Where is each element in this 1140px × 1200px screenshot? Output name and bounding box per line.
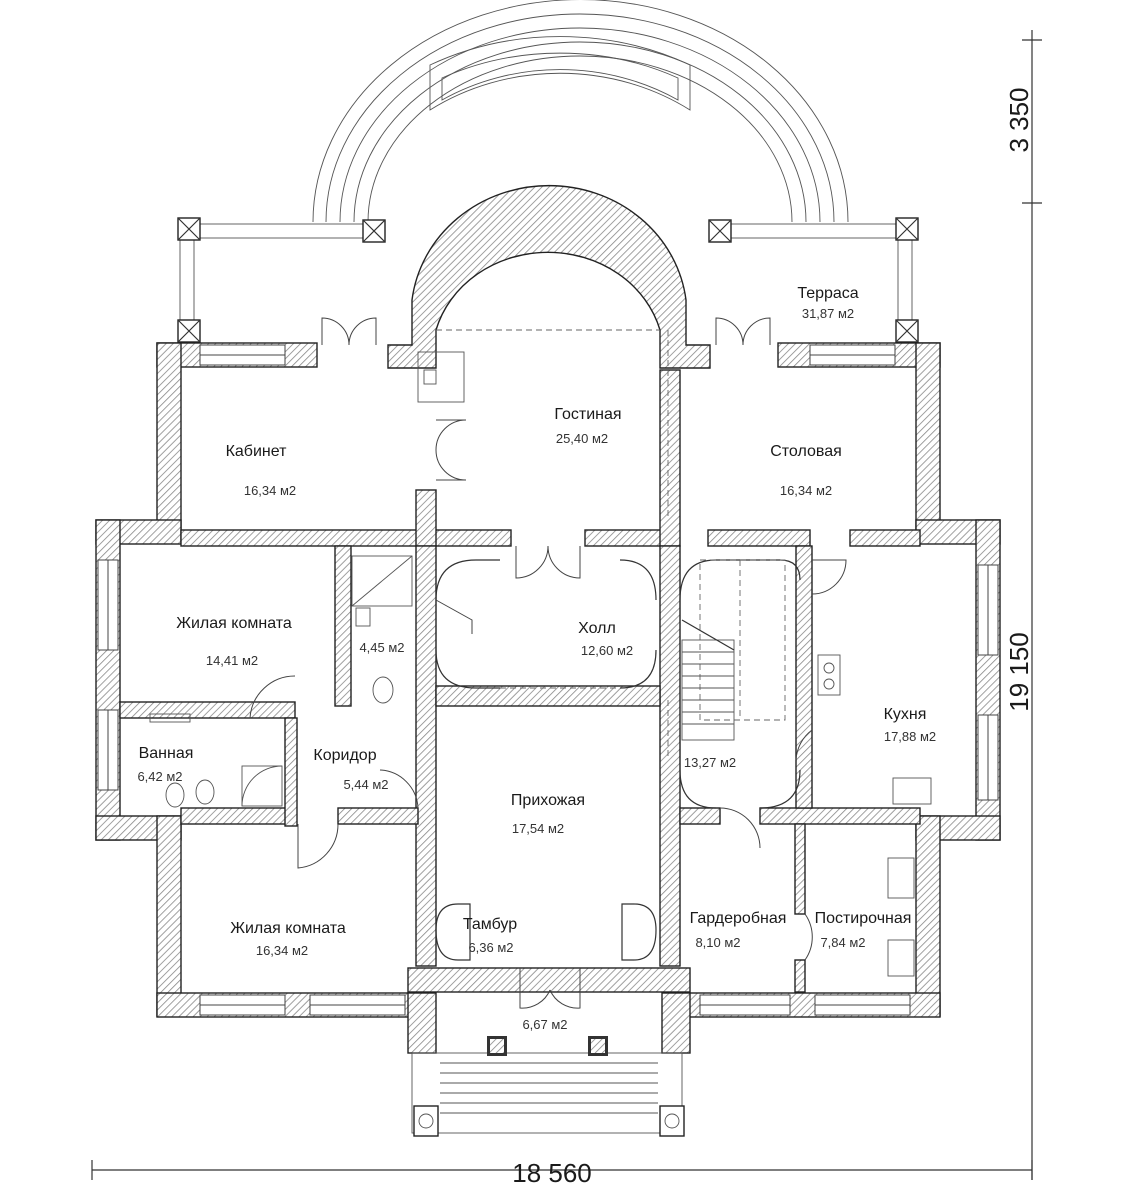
- room-name-bath: Ванная: [139, 745, 194, 762]
- room-area-terrace: 31,87 м2: [802, 306, 854, 321]
- dimension-terrace-depth: 3 350: [1004, 87, 1034, 152]
- room-area-dining: 16,34 м2: [780, 483, 832, 498]
- room-name-dining: Столовая: [770, 443, 842, 460]
- room-labels: Терраса 31,87 м2 Гостиная 25,40 м2 Кабин…: [137, 285, 936, 1032]
- room-name-living: Гостиная: [554, 406, 621, 423]
- interior-walls: [119, 369, 921, 993]
- terrace-rails: [177, 217, 919, 343]
- dimension-labels: 18 560 19 150 3 350: [512, 87, 1034, 1188]
- room-area-bedroom2: 16,34 м2: [256, 943, 308, 958]
- apse-wall: [387, 185, 711, 369]
- room-area-porch: 6,67 м2: [522, 1017, 567, 1032]
- room-name-office: Кабинет: [226, 443, 288, 460]
- dimension-width: 18 560: [512, 1158, 592, 1188]
- room-area-bath: 6,42 м2: [137, 769, 182, 784]
- room-area-bedroom1: 14,41 м2: [206, 653, 258, 668]
- room-name-vestibule: Тамбур: [463, 916, 517, 933]
- room-name-terrace: Терраса: [797, 285, 858, 302]
- room-area-hall: 12,60 м2: [581, 643, 633, 658]
- room-area-living: 25,40 м2: [556, 431, 608, 446]
- room-area-office: 16,34 м2: [244, 483, 296, 498]
- room-area-stair: 13,27 м2: [684, 755, 736, 770]
- room-area-wardrobe: 8,10 м2: [695, 935, 740, 950]
- room-name-corridor: Коридор: [313, 747, 376, 764]
- room-area-corridor: 5,44 м2: [343, 777, 388, 792]
- dimension-height: 19 150: [1004, 632, 1034, 712]
- room-area-kitchen: 17,88 м2: [884, 729, 936, 744]
- room-name-wardrobe: Гардеробная: [690, 910, 787, 927]
- room-name-bedroom2: Жилая комната: [230, 920, 346, 937]
- dimension-lines: [91, 30, 1042, 1180]
- room-name-kitchen: Кухня: [884, 706, 927, 723]
- room-name-laundry: Постирочная: [815, 910, 912, 927]
- fixtures: [149, 351, 932, 977]
- room-name-entrance: Прихожая: [511, 792, 585, 809]
- windows: [97, 344, 999, 1016]
- room-area-entrance: 17,54 м2: [512, 821, 564, 836]
- porch: [411, 1036, 685, 1137]
- doors: [249, 317, 847, 1009]
- staircase: [681, 619, 735, 741]
- room-name-hall: Холл: [578, 620, 616, 637]
- room-area-laundry: 7,84 м2: [820, 935, 865, 950]
- room-name-bedroom1: Жилая комната: [176, 615, 292, 632]
- room-area-vestibule: 6,36 м2: [468, 940, 513, 955]
- room-area-wc: 4,45 м2: [359, 640, 404, 655]
- terrace-steps: [312, 0, 849, 223]
- hall-niches: [435, 559, 801, 961]
